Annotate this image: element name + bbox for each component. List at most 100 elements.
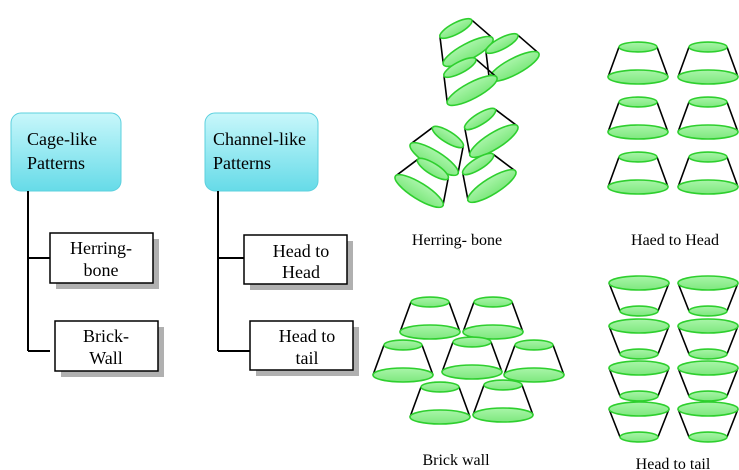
channel-like-item-head-to-head-line1: Head to bbox=[273, 241, 329, 261]
cone-side-lines bbox=[443, 58, 498, 104]
cone-narrow-rim bbox=[484, 32, 519, 55]
cone-molecule bbox=[677, 96, 739, 140]
cone-molecule bbox=[399, 296, 461, 340]
cone-narrow-rim bbox=[619, 348, 659, 360]
channel-like-tree: Channel-like Patterns Head to Head Head … bbox=[204, 112, 359, 376]
cone-narrow-rim bbox=[442, 56, 477, 79]
cone-wide-rim bbox=[409, 409, 471, 425]
cage-like-item-herringbone-line1: Herring- bbox=[70, 238, 132, 258]
cone-narrow-rim bbox=[688, 151, 728, 163]
cone-side-lines bbox=[607, 156, 669, 188]
cone-molecule bbox=[462, 296, 524, 340]
cone-wide-rim bbox=[677, 275, 739, 291]
cage-like-title-line2: Patterns bbox=[27, 153, 85, 173]
cone-wide-rim bbox=[468, 123, 519, 159]
cone-molecule bbox=[677, 401, 739, 443]
cone-side-lines bbox=[399, 301, 461, 333]
cone-side-lines bbox=[409, 126, 464, 175]
cone-wide-rim bbox=[462, 324, 524, 340]
cage-like-tree: Cage-like Patterns Herring- bone Brick- … bbox=[10, 112, 164, 377]
head-to-tail-caption: Head to tail bbox=[636, 456, 711, 470]
cone-narrow-rim bbox=[618, 96, 658, 108]
channel-like-title-line2: Patterns bbox=[213, 153, 271, 173]
cage-like-connectors bbox=[27, 191, 50, 352]
channel-like-category-box: Channel-like Patterns bbox=[204, 112, 319, 192]
cone-narrow-rim bbox=[461, 152, 495, 176]
channel-like-item-head-to-head: Head to Head bbox=[243, 234, 353, 290]
cone-side-lines bbox=[677, 325, 739, 355]
cage-like-item-brick-wall-line2: Wall bbox=[89, 348, 123, 368]
cone-side-lines bbox=[607, 101, 669, 133]
cone-wide-rim bbox=[446, 74, 498, 107]
cone-narrow-rim bbox=[452, 336, 492, 348]
cone-side-lines bbox=[441, 341, 503, 373]
herringbone-pattern-illustration bbox=[394, 17, 540, 209]
cone-side-lines bbox=[608, 367, 670, 397]
cone-narrow-rim bbox=[688, 390, 728, 402]
cone-narrow-rim bbox=[618, 41, 658, 53]
cone-wide-rim bbox=[608, 318, 670, 334]
cone-side-lines bbox=[439, 19, 494, 65]
cone-molecule bbox=[607, 96, 669, 140]
cone-wide-rim bbox=[466, 168, 517, 204]
cone-molecule bbox=[607, 41, 669, 85]
cone-narrow-rim bbox=[619, 431, 659, 443]
cone-wide-rim bbox=[607, 124, 669, 140]
cone-molecule bbox=[677, 151, 739, 195]
cone-molecule bbox=[461, 152, 517, 204]
head-to-head-pattern-illustration bbox=[607, 41, 739, 195]
channel-like-item-head-to-tail-line1: Head to bbox=[279, 326, 335, 346]
brick-wall-pattern-illustration bbox=[372, 296, 565, 425]
cone-molecule bbox=[503, 339, 565, 383]
cone-molecule bbox=[677, 41, 739, 85]
cone-side-lines bbox=[372, 344, 434, 376]
cone-side-lines bbox=[677, 408, 739, 438]
cone-narrow-rim bbox=[618, 151, 658, 163]
cone-wide-rim bbox=[677, 318, 739, 334]
cone-side-lines bbox=[485, 34, 540, 80]
channel-like-item-head-to-head-line2: Head bbox=[282, 262, 320, 282]
cone-wide-rim bbox=[677, 124, 739, 140]
cone-molecule bbox=[409, 125, 465, 177]
cone-wide-rim bbox=[441, 364, 503, 380]
cone-wide-rim bbox=[677, 360, 739, 376]
cone-side-lines bbox=[462, 153, 517, 202]
cone-side-lines bbox=[462, 301, 524, 333]
cone-side-lines bbox=[677, 367, 739, 397]
cone-molecule bbox=[441, 336, 503, 380]
cage-like-item-herringbone-line2: bone bbox=[84, 260, 119, 280]
cone-narrow-rim bbox=[688, 96, 728, 108]
cone-side-lines bbox=[394, 158, 449, 207]
cone-molecule bbox=[438, 17, 494, 68]
cone-wide-rim bbox=[677, 69, 739, 85]
cone-narrow-rim bbox=[463, 107, 497, 131]
cone-molecule bbox=[372, 339, 434, 383]
cone-side-lines bbox=[608, 325, 670, 355]
cone-side-lines bbox=[677, 156, 739, 188]
cone-side-lines bbox=[607, 46, 669, 78]
head-to-tail-pattern-illustration bbox=[608, 275, 739, 443]
cone-molecule bbox=[472, 379, 534, 423]
cone-wide-rim bbox=[677, 179, 739, 195]
cone-side-lines bbox=[608, 408, 670, 438]
cone-side-lines bbox=[472, 384, 534, 416]
cone-side-lines bbox=[677, 282, 739, 312]
cone-molecule bbox=[608, 275, 670, 317]
cone-molecule bbox=[409, 381, 471, 425]
cone-wide-rim bbox=[608, 360, 670, 376]
channel-like-title-line1: Channel-like bbox=[213, 129, 306, 149]
brick-wall-caption: Brick wall bbox=[422, 452, 490, 469]
cone-wide-rim bbox=[394, 173, 445, 209]
cone-side-lines bbox=[464, 108, 519, 157]
cone-wide-rim bbox=[677, 401, 739, 417]
channel-like-item-head-to-tail: Head to tail bbox=[249, 320, 359, 376]
cone-wide-rim bbox=[472, 407, 534, 423]
cone-narrow-rim bbox=[619, 390, 659, 402]
cage-like-item-brick-wall-line1: Brick- bbox=[83, 326, 129, 346]
cone-narrow-rim bbox=[431, 125, 465, 149]
cone-narrow-rim bbox=[688, 431, 728, 443]
cone-narrow-rim bbox=[383, 339, 423, 351]
cone-side-lines bbox=[677, 101, 739, 133]
cone-narrow-rim bbox=[619, 305, 659, 317]
cage-like-item-brick-wall: Brick- Wall bbox=[54, 320, 164, 377]
